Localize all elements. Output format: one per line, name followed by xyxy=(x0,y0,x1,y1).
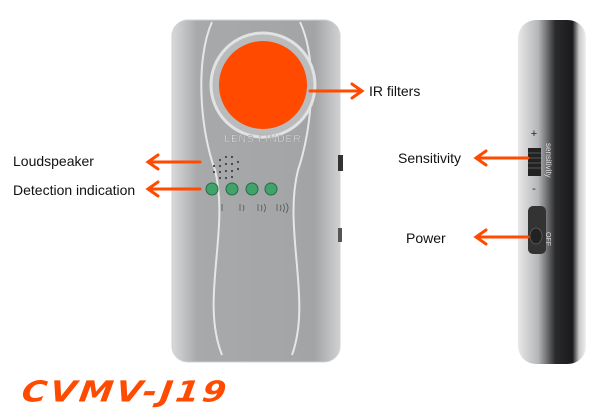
off-text: OFF xyxy=(544,232,551,246)
device-side: + - sensitivity OFF xyxy=(518,20,586,364)
speaker-grille xyxy=(212,155,240,180)
plus-mark: + xyxy=(531,128,537,140)
sensitivity-wheel[interactable] xyxy=(528,148,541,176)
arrow-ir-filters xyxy=(308,82,365,100)
ir-filter-lens xyxy=(219,41,307,129)
arrow-detection xyxy=(145,180,202,198)
detection-leds xyxy=(205,182,278,196)
power-switch[interactable] xyxy=(529,227,543,245)
lens-finder-text: LENS FINDER xyxy=(224,134,301,145)
arrow-loudspeaker xyxy=(145,153,202,171)
signal-level-icons xyxy=(221,202,289,214)
sensitivity-text: sensitivity xyxy=(544,143,553,178)
minus-mark: - xyxy=(532,183,536,195)
label-ir-filters: IR filters xyxy=(369,83,421,99)
callout-arrows xyxy=(145,82,530,246)
label-power: Power xyxy=(406,230,446,246)
arrow-power xyxy=(473,228,530,246)
model-logo: CVMV-J19 xyxy=(19,375,232,409)
label-sensitivity: Sensitivity xyxy=(398,150,462,166)
label-loudspeaker: Loudspeaker xyxy=(13,153,94,169)
arrow-sensitivity xyxy=(473,149,530,167)
device-front: LENS FINDER xyxy=(171,19,343,363)
label-detection-indication: Detection indication xyxy=(13,182,136,198)
